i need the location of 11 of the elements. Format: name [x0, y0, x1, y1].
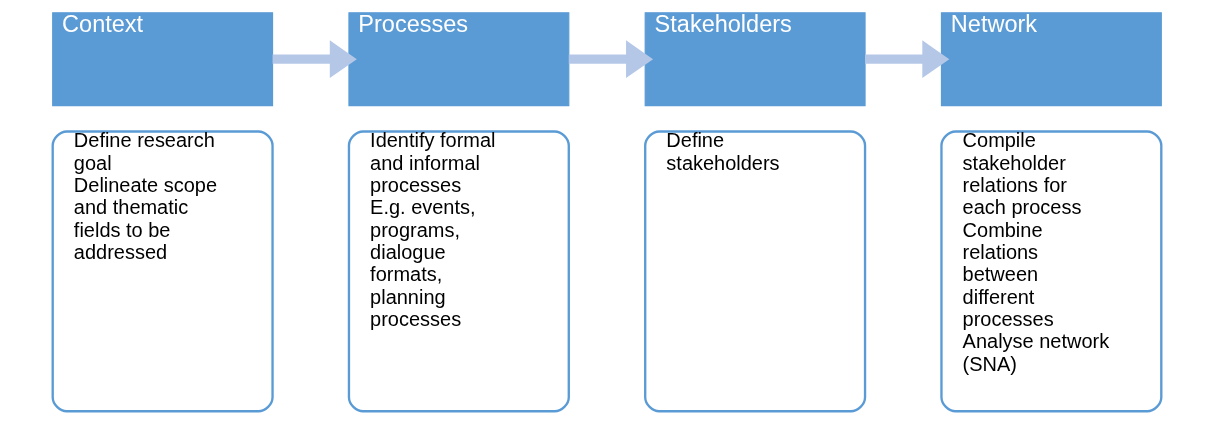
node-box: Stakeholders — [644, 12, 866, 107]
node-box: Compile stakeholder relations for each process Combine relations between different processes Analyse network (SNA) — [940, 130, 1163, 413]
node-box: Identify formal and informal processes E.g. events, programs, dialogue formats, planning processes — [347, 130, 570, 413]
node-box: Processes — [348, 12, 570, 107]
node-box: Define research goal Delineate scope and thematic fields to be addressed — [51, 130, 274, 413]
arrow — [568, 40, 654, 79]
arrow — [272, 40, 357, 79]
arrow — [865, 40, 950, 79]
node-box: Network — [940, 12, 1162, 107]
node-box: Context — [52, 12, 274, 107]
node-box: Define stakeholders — [644, 130, 867, 413]
